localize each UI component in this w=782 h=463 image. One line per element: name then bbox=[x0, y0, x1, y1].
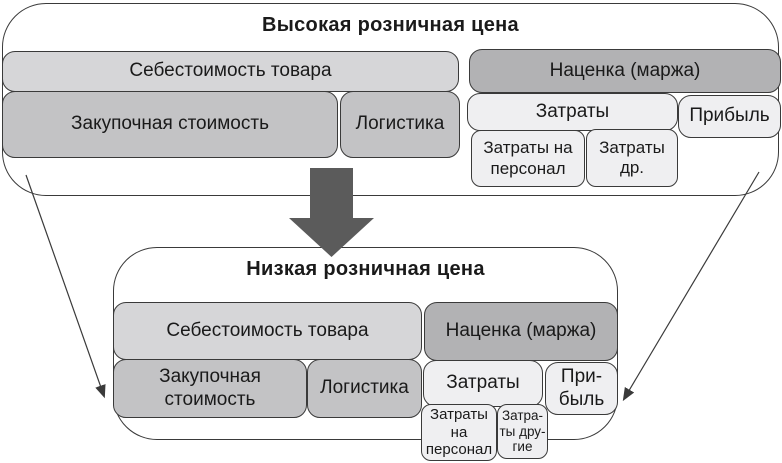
high-price-title: Высокая розничная цена bbox=[262, 14, 519, 36]
bottom-costs-box: Затраты bbox=[423, 360, 543, 407]
right-connector-arrow bbox=[622, 171, 760, 402]
left-connector-arrow bbox=[25, 174, 106, 399]
bottom-cost-price-header-box: Себестоимость товара bbox=[113, 302, 422, 360]
top-logistics-box: Логистика bbox=[340, 91, 460, 158]
top-profit-box: Прибыль bbox=[678, 95, 781, 138]
bottom-profit-box: При- быль bbox=[545, 362, 618, 415]
low-price-title: Низкая розничная цена bbox=[246, 258, 485, 280]
bottom-other-costs-box: Затра- ты дру- гие bbox=[497, 404, 548, 459]
bottom-purchase-cost-box: Закупочная стоимость bbox=[113, 359, 307, 418]
top-purchase-cost-box: Закупочная стоимость bbox=[2, 91, 338, 158]
bottom-margin-header-box: Наценка (маржа) bbox=[424, 302, 618, 361]
top-costs-box: Затраты bbox=[467, 93, 678, 131]
top-personnel-costs-box: Затраты на персонал bbox=[471, 130, 585, 187]
bottom-logistics-box: Логистика bbox=[307, 359, 422, 418]
bottom-personnel-costs-box: Затраты на персонал bbox=[421, 404, 497, 461]
top-cost-price-header-box: Себестоимость товара bbox=[2, 51, 459, 92]
top-other-costs-box: Затраты др. bbox=[586, 129, 678, 187]
top-margin-header-box: Наценка (маржа) bbox=[469, 49, 781, 93]
